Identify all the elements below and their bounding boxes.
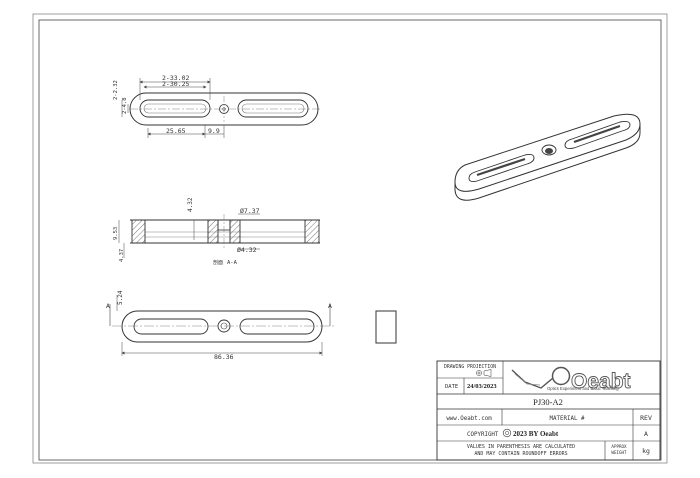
top-view-slot-left-inner	[143, 103, 207, 114]
section-view	[118, 213, 320, 258]
copyright-value: 2023 BY Oeabt	[513, 430, 559, 438]
dim-thick1: 9.53	[113, 227, 119, 240]
iso-slot-left	[468, 153, 535, 183]
dim-slot-outer: 2-33.02	[162, 74, 189, 82]
inner-border	[38, 19, 662, 461]
dim-height: 5.24	[117, 290, 124, 305]
dim-v1: 2-2.32	[113, 80, 119, 100]
section-center-right	[229, 219, 241, 244]
date-value: 24/03/2023	[467, 383, 497, 390]
top-view-slot-right-inner	[241, 103, 305, 114]
outer-border	[32, 13, 668, 464]
logo-tagline: Optics Experiment and Basic Teaching	[547, 386, 619, 391]
top-view	[121, 78, 320, 138]
rev-label: REV	[640, 414, 652, 422]
dim-pos: 25.65	[166, 127, 186, 135]
cut-label-right: A	[328, 302, 332, 310]
note-line-1: VALUES IN PARENTHESIS ARE CALCULATED	[467, 444, 575, 450]
copyright-symbol-icon	[502, 428, 512, 438]
dim-thread-dia: Ø4.32	[237, 246, 257, 254]
iso-side-face	[454, 124, 641, 201]
part-number: PJ30-A2	[533, 397, 563, 407]
website: www.Oeabt.com	[446, 416, 492, 422]
front-view-slot-left	[133, 318, 209, 335]
dim-cbore-dia: Ø7.37	[240, 207, 260, 215]
logo-text: Oeabt	[571, 370, 631, 393]
approx-weight-label-2: WEIGHT	[611, 450, 627, 455]
projection-symbol-icon	[476, 369, 492, 377]
iso-center-hole	[541, 144, 557, 156]
approx-weight-label-1: APPROX	[611, 444, 627, 449]
dim-cbore-depth: 4.32	[187, 197, 194, 212]
title-block	[436, 360, 661, 461]
copyright-label: COPYRIGHT	[467, 432, 499, 438]
front-view	[109, 295, 334, 356]
section-label-prefix: 剖面	[213, 259, 223, 266]
dim-slot-inner: 2-30.25	[162, 80, 189, 88]
front-view-outline	[121, 310, 323, 343]
front-view-slot-right	[239, 318, 315, 335]
material-label: MATERIAL #	[550, 416, 585, 422]
top-view-slot-left	[139, 99, 211, 118]
section-label: A-A	[227, 260, 238, 266]
note-line-2: AND MAY CONTAIN ROUNDOFF ERRORS	[474, 451, 567, 457]
side-view	[375, 310, 397, 344]
date-label: DATE	[445, 384, 458, 390]
projection-label: DRAWING PROJECTION	[444, 364, 496, 370]
top-view-slot-right	[237, 99, 309, 118]
dim-length: 86.36	[214, 353, 234, 361]
section-center-left	[207, 219, 219, 244]
cut-label-left: A	[106, 302, 110, 310]
dim-half: 9.9	[208, 127, 220, 135]
section-right-end	[304, 219, 320, 244]
iso-slot-right	[564, 120, 631, 150]
dim-thick2: 4.37	[119, 249, 125, 262]
section-left-end	[131, 219, 146, 244]
isometric-view	[454, 113, 641, 201]
oeabt-logo-icon	[511, 366, 571, 389]
weight-unit: kg	[642, 447, 650, 455]
dim-v2: 2-4.8	[122, 97, 128, 114]
rev-value: A	[644, 430, 648, 438]
